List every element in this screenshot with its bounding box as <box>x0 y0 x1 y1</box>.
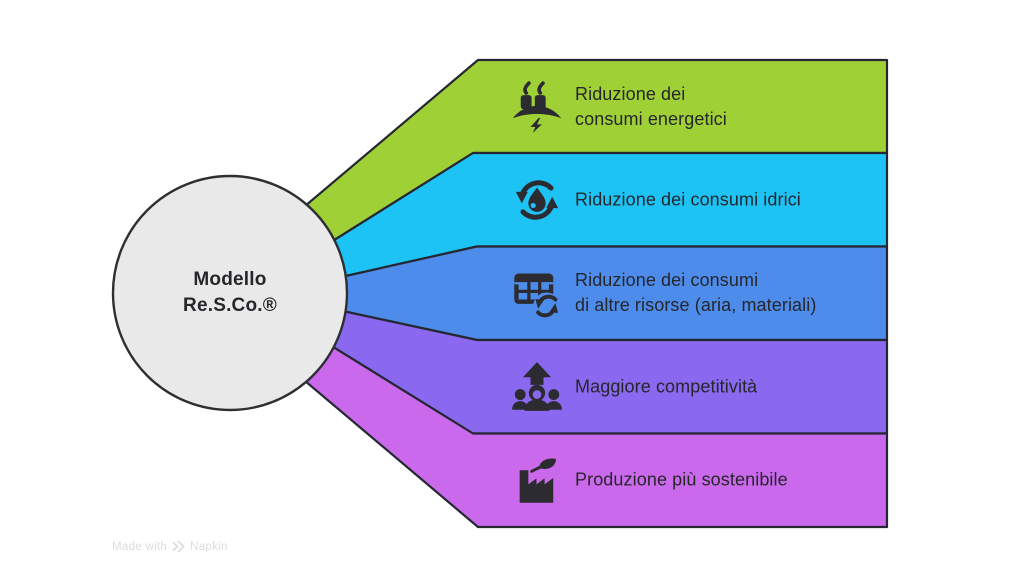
band-label-sustainability: Produzione più sostenibile <box>575 469 788 490</box>
band-label-resources: Riduzione dei consumi di altre risorse (… <box>575 270 817 316</box>
water-recycle-icon <box>511 172 563 228</box>
energy-factory-icon <box>511 79 563 135</box>
watermark-made-with: Made with <box>112 540 168 553</box>
band-label-energy: Riduzione dei consumi energetici <box>575 83 727 129</box>
team-growth-icon <box>511 359 563 415</box>
hub-circle <box>111 174 349 412</box>
table-sync-icon <box>511 265 563 321</box>
watermark: Made with Napkin <box>112 540 228 553</box>
band-label-competitiveness: Maggiore competitività <box>575 376 758 397</box>
watermark-brand: Napkin <box>190 540 228 553</box>
eco-factory-icon <box>511 452 563 508</box>
hub-label: Modello Re.S.Co.® <box>183 269 277 316</box>
band-label-water: Riduzione dei consumi idrici <box>575 189 801 210</box>
napkin-logo-icon <box>172 540 185 553</box>
